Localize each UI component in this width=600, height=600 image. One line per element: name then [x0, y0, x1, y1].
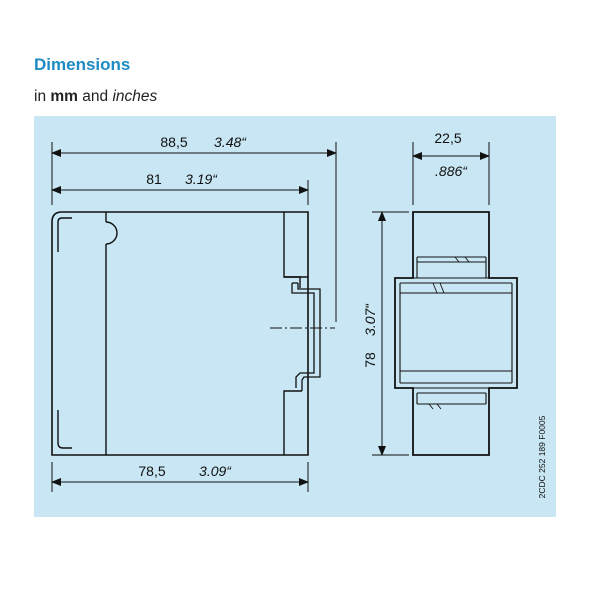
side-view: [394, 211, 518, 456]
unit-metric: mm: [50, 88, 78, 105]
din-rail: [291, 283, 321, 391]
base-width-mm: 78,5: [138, 463, 165, 479]
body-width-mm: 81: [146, 171, 162, 187]
units-prefix: in: [34, 88, 47, 105]
dim-body-width: [51, 180, 309, 205]
body-width-in: 3.19“: [185, 171, 218, 187]
overall-width-mm: 88,5: [160, 134, 187, 150]
depth-mm: 22,5: [434, 130, 461, 146]
dim-depth: [412, 142, 490, 205]
side-slots: [428, 256, 470, 410]
dim-height: [372, 211, 409, 456]
housing-outline: [51, 211, 309, 456]
right-lower-section: [283, 390, 302, 455]
drawing-code: 2CDC 252 189 F0005: [537, 415, 547, 498]
units-join: and: [82, 88, 109, 105]
front-notch: [105, 221, 118, 245]
left-clip-top: [57, 217, 72, 252]
page-title: Dimensions: [34, 55, 131, 74]
drawing-panel: [34, 116, 556, 517]
overall-width-in: 3.48“: [214, 134, 247, 150]
units-subtitle: in mm and inches: [34, 88, 157, 106]
unit-imperial: inches: [112, 88, 158, 105]
dim-base-width: [51, 462, 309, 492]
depth-in: .886“: [435, 163, 468, 179]
front-view: [51, 211, 335, 456]
side-outline: [394, 211, 518, 456]
base-width-in: 3.09“: [199, 463, 232, 479]
height-in: 3.07“: [362, 303, 378, 336]
left-clip-bottom: [57, 410, 72, 449]
height-mm: 78: [362, 352, 378, 368]
side-inner-lines: [399, 256, 513, 405]
dim-overall-width: [51, 142, 337, 322]
